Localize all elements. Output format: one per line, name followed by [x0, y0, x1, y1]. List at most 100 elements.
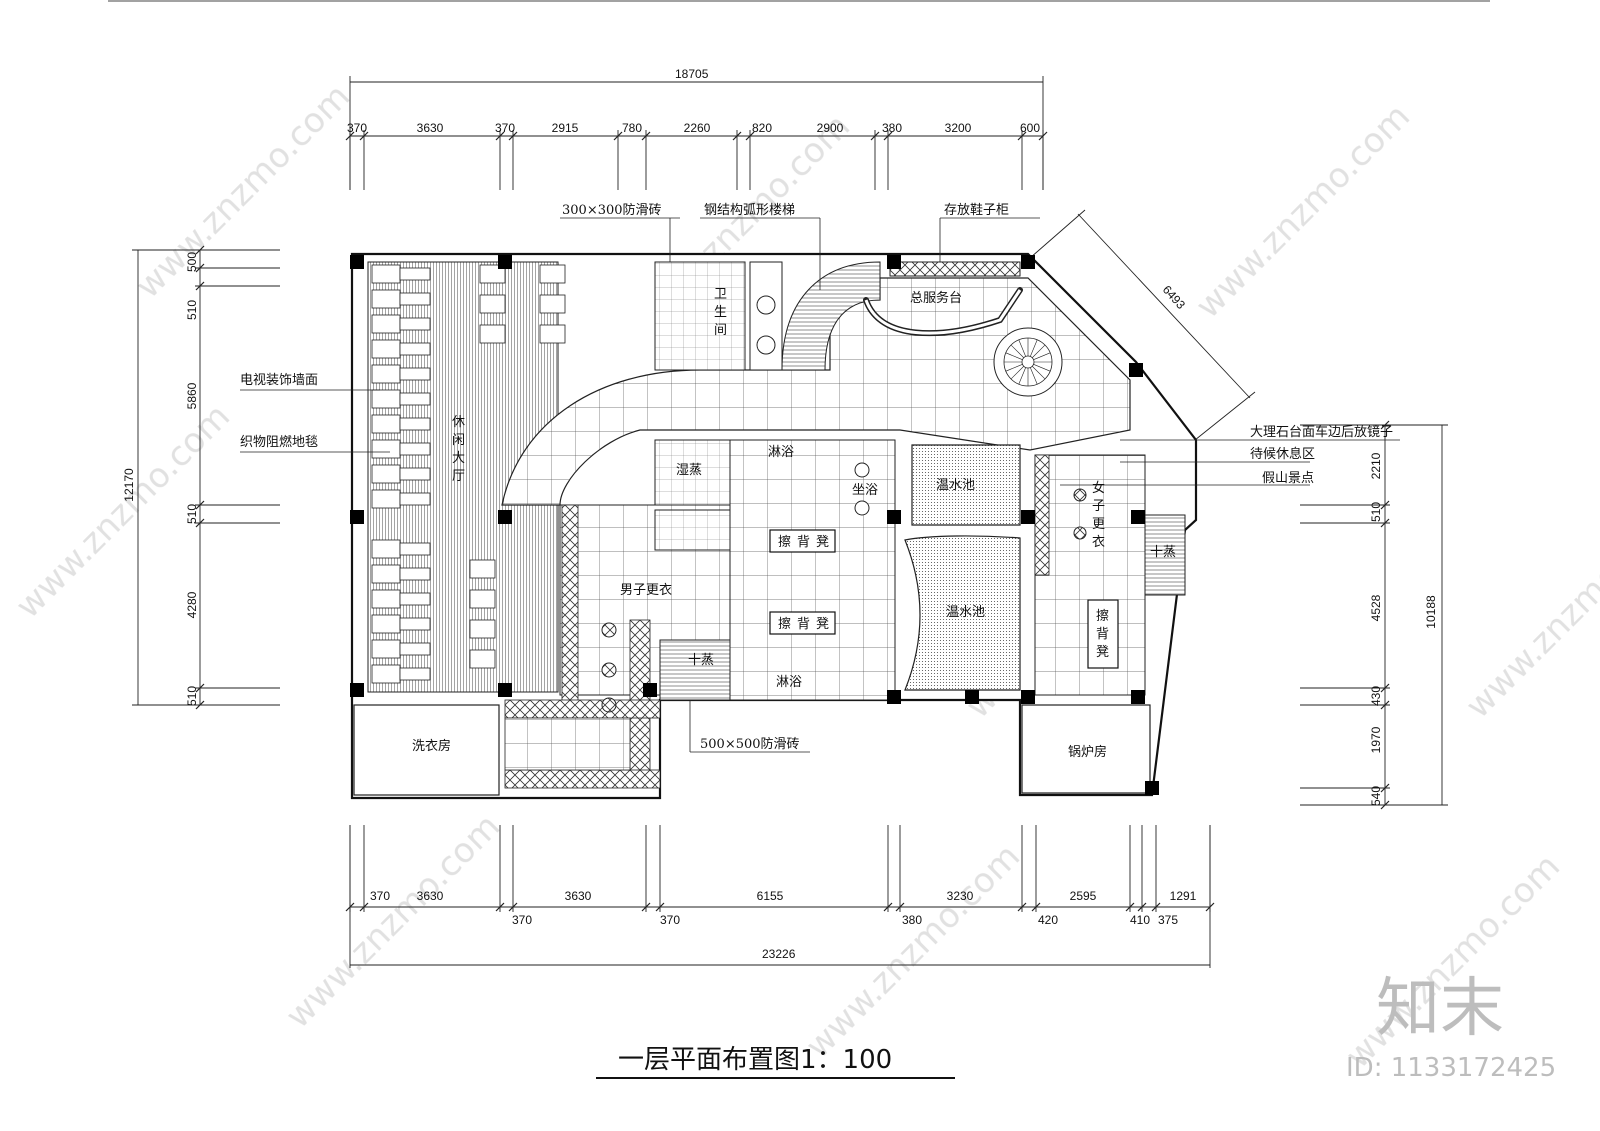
reception-label: 总服务台 [910, 290, 962, 306]
bottom-dim-value: 3230 [947, 889, 974, 903]
boiler-room [1021, 704, 1151, 794]
bottom-dim-value: 1291 [1170, 889, 1197, 903]
boiler-label: 锅炉房 [1068, 744, 1107, 760]
annotation-rockery: 假山景点 [1262, 471, 1314, 486]
room-char: 擦 [778, 617, 791, 632]
top-dim-value: 380 [882, 121, 902, 135]
right-dim-value: 1970 [1369, 726, 1383, 753]
warm-pool-2-label: 温水池 [946, 605, 985, 620]
left-dimensions [132, 245, 280, 710]
annotation-carpet: 织物阻燃地毯 [240, 434, 318, 450]
curved-staircase [781, 261, 881, 371]
room-char: 凳 [816, 534, 829, 550]
annotation-shoe-cabinet: 存放鞋子柜 [944, 202, 1009, 218]
room-labels: 卫生间 总服务台 休闲大厅 湿蒸 淋浴 坐浴 温水池 擦背凳 男子更衣 擦背凳 … [412, 287, 1176, 760]
bottom-total-dim: 23226 [762, 947, 796, 961]
top-total-dim: 18705 [675, 67, 709, 81]
bottom-dim-value: 6155 [757, 889, 784, 903]
drawing-title: 一层平面布置图1：100 [618, 1045, 892, 1075]
room-char: 子 [1092, 499, 1105, 514]
right-dim-value: 540 [1369, 786, 1383, 806]
bottom-dim-value: 410 [1130, 913, 1150, 927]
annotation-tv-wall: 电视装饰墙面 [240, 373, 318, 388]
room-char: 背 [797, 617, 810, 632]
lounge-area [367, 261, 566, 693]
annotations: 300×300防滑砖 钢结构弧形楼梯 存放鞋子柜 电视装饰墙面 织物阻燃地毯 大… [240, 202, 1393, 752]
watermark-text: www.znzmo.com [8, 396, 238, 626]
image-id: ID: 1133172425 [1346, 1053, 1556, 1083]
left-total-dim: 12170 [122, 468, 136, 502]
bottom-dim-value: 2595 [1070, 889, 1097, 903]
room-char: 间 [714, 323, 727, 338]
top-dim-value: 820 [752, 121, 772, 135]
room-char: 卫 [714, 287, 727, 302]
scrub-bench-1-label: 擦背凳 [778, 534, 829, 550]
scrub-bench-2-label: 擦背凳 [778, 616, 829, 632]
top-dim-value: 370 [495, 121, 515, 135]
room-char: 休 [452, 415, 465, 430]
bottom-dim-value: 420 [1038, 913, 1058, 927]
right-dim-value: 430 [1369, 686, 1383, 706]
room-char: 闲 [452, 433, 465, 448]
shower-1-label: 淋浴 [768, 445, 794, 460]
dry-sauna-2-label: 十蒸 [1150, 545, 1176, 560]
toilet-room [654, 261, 746, 371]
top-dim-value: 3630 [417, 121, 444, 135]
room-char: 生 [714, 305, 727, 320]
right-dim-value: 2210 [1369, 452, 1383, 479]
floor-medallion [993, 327, 1063, 397]
left-dim-value: 500 [185, 252, 199, 272]
diagonal-dim-label: 6493 [1160, 283, 1188, 312]
room-char: 背 [1096, 627, 1109, 642]
annotation-mirror: 大理石台面车边后放镜子 [1250, 424, 1393, 440]
bottom-dim-value: 370 [660, 913, 680, 927]
left-dim-value: 4280 [185, 591, 199, 618]
diagonal-dimension [1029, 209, 1256, 441]
sit-bath-label: 坐浴 [852, 483, 878, 498]
bottom-dim-value: 370 [370, 889, 390, 903]
watermark-text: www.znzmo.com [1458, 496, 1600, 726]
warm-pool-1-label: 温水池 [936, 478, 975, 493]
left-dim-value: 510 [185, 504, 199, 524]
top-dim-value: 370 [347, 121, 367, 135]
top-dim-value: 3200 [945, 121, 972, 135]
room-char: 大 [452, 451, 465, 466]
room-char: 厅 [452, 469, 465, 484]
bottom-dim-value: 370 [512, 913, 532, 927]
toilet-label: 卫生间 [714, 287, 727, 338]
watermark-text: www.znzmo.com [798, 836, 1028, 1066]
top-dim-value: 2900 [817, 121, 844, 135]
right-dimensions [1300, 420, 1448, 810]
scrub-bench-3-label: 擦背凳 [1096, 609, 1109, 660]
shower-2-label: 淋浴 [776, 675, 802, 690]
top-dimensions [345, 76, 1048, 190]
dry-sauna-1-label: 十蒸 [688, 653, 714, 668]
annotation-tile-300: 300×300防滑砖 [562, 202, 662, 218]
room-char: 衣 [1092, 534, 1105, 550]
top-dim-value: 600 [1020, 121, 1040, 135]
bottom-dim-value: 375 [1158, 913, 1178, 927]
shoe-cabinet [889, 261, 1021, 277]
laundry-room [353, 704, 500, 796]
room-char: 更 [1092, 517, 1105, 532]
men-changing-label: 男子更衣 [620, 582, 672, 598]
watermark-text: www.znzmo.com [128, 76, 358, 306]
central-bath-floor [729, 439, 896, 701]
room-char: 擦 [1096, 609, 1109, 624]
annotation-stair: 钢结构弧形楼梯 [704, 203, 795, 218]
bottom-dimensions [345, 825, 1215, 968]
wet-sauna-label: 湿蒸 [676, 463, 702, 478]
top-dim-value: 780 [622, 121, 642, 135]
warm-pool-2 [904, 535, 1021, 691]
bottom-dim-value: 3630 [417, 889, 444, 903]
right-dim-value: 4528 [1369, 594, 1383, 621]
warm-pool-1 [911, 444, 1021, 526]
bottom-dim-value: 380 [902, 913, 922, 927]
right-dim-value: 510 [1369, 502, 1383, 522]
